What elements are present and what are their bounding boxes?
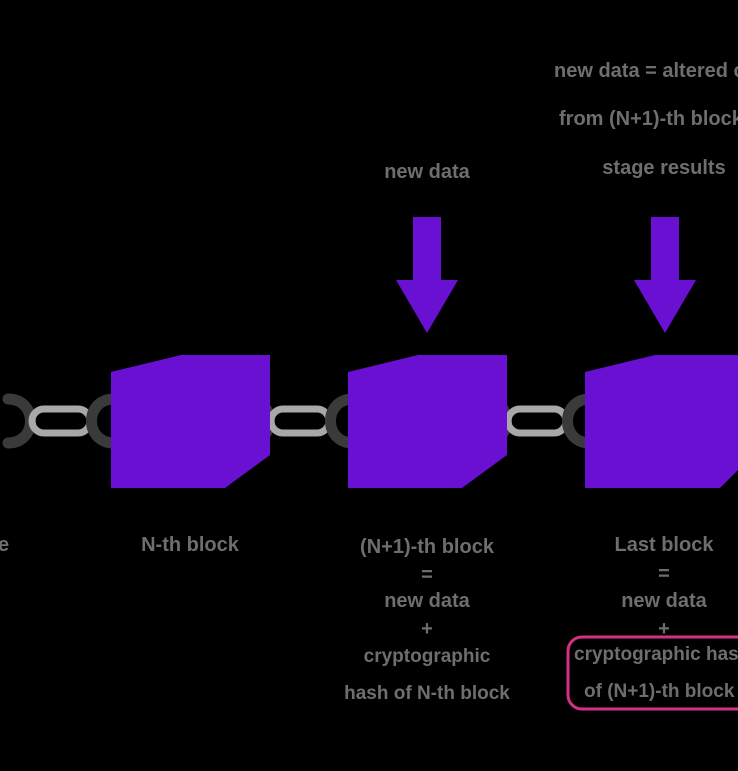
arrow-new-data-n1 <box>396 217 458 333</box>
last-block-hash-1: cryptographic has <box>574 644 738 665</box>
prev-block-label-fragment: e <box>0 534 9 556</box>
n1-block-hash-1: cryptographic <box>364 646 491 667</box>
last-block-title: Last block <box>615 534 715 556</box>
hash-highlight-box <box>566 635 738 711</box>
block-n <box>111 355 270 488</box>
n1-new-data-label: new data <box>384 161 470 183</box>
n1-block-title: (N+1)-th block <box>360 536 495 558</box>
n1-block-hash-2: hash of N-th block <box>344 683 510 704</box>
arrow-new-data-last <box>634 217 696 333</box>
last-new-data-line-3: stage results <box>602 157 725 179</box>
last-new-data-line-1: new data = altered c <box>554 60 738 82</box>
last-block-plus: + <box>658 618 670 640</box>
last-block-data: new data <box>621 590 707 612</box>
last-new-data-line-2: from (N+1)-th block <box>559 108 738 130</box>
last-block-eq: = <box>658 563 670 585</box>
last-block-hash-2: of (N+1)-th block <box>584 681 735 702</box>
chain-link-left-edge <box>2 393 120 449</box>
block-last <box>585 355 738 488</box>
block-n1 <box>348 355 507 488</box>
n1-block-eq: = <box>421 564 433 586</box>
n1-block-data: new data <box>384 590 470 612</box>
nth-block-label: N-th block <box>141 534 240 556</box>
n1-block-plus: + <box>421 618 433 640</box>
